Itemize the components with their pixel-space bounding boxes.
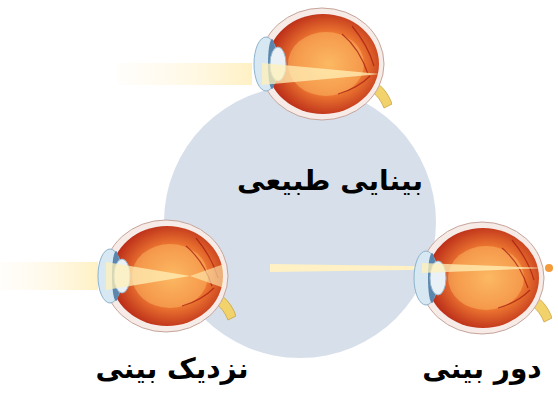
vision-label: دور بینی <box>422 352 541 386</box>
vision-label: بینایی طبیعی <box>237 164 423 198</box>
vision-label: نزدیک بینی <box>96 352 249 386</box>
